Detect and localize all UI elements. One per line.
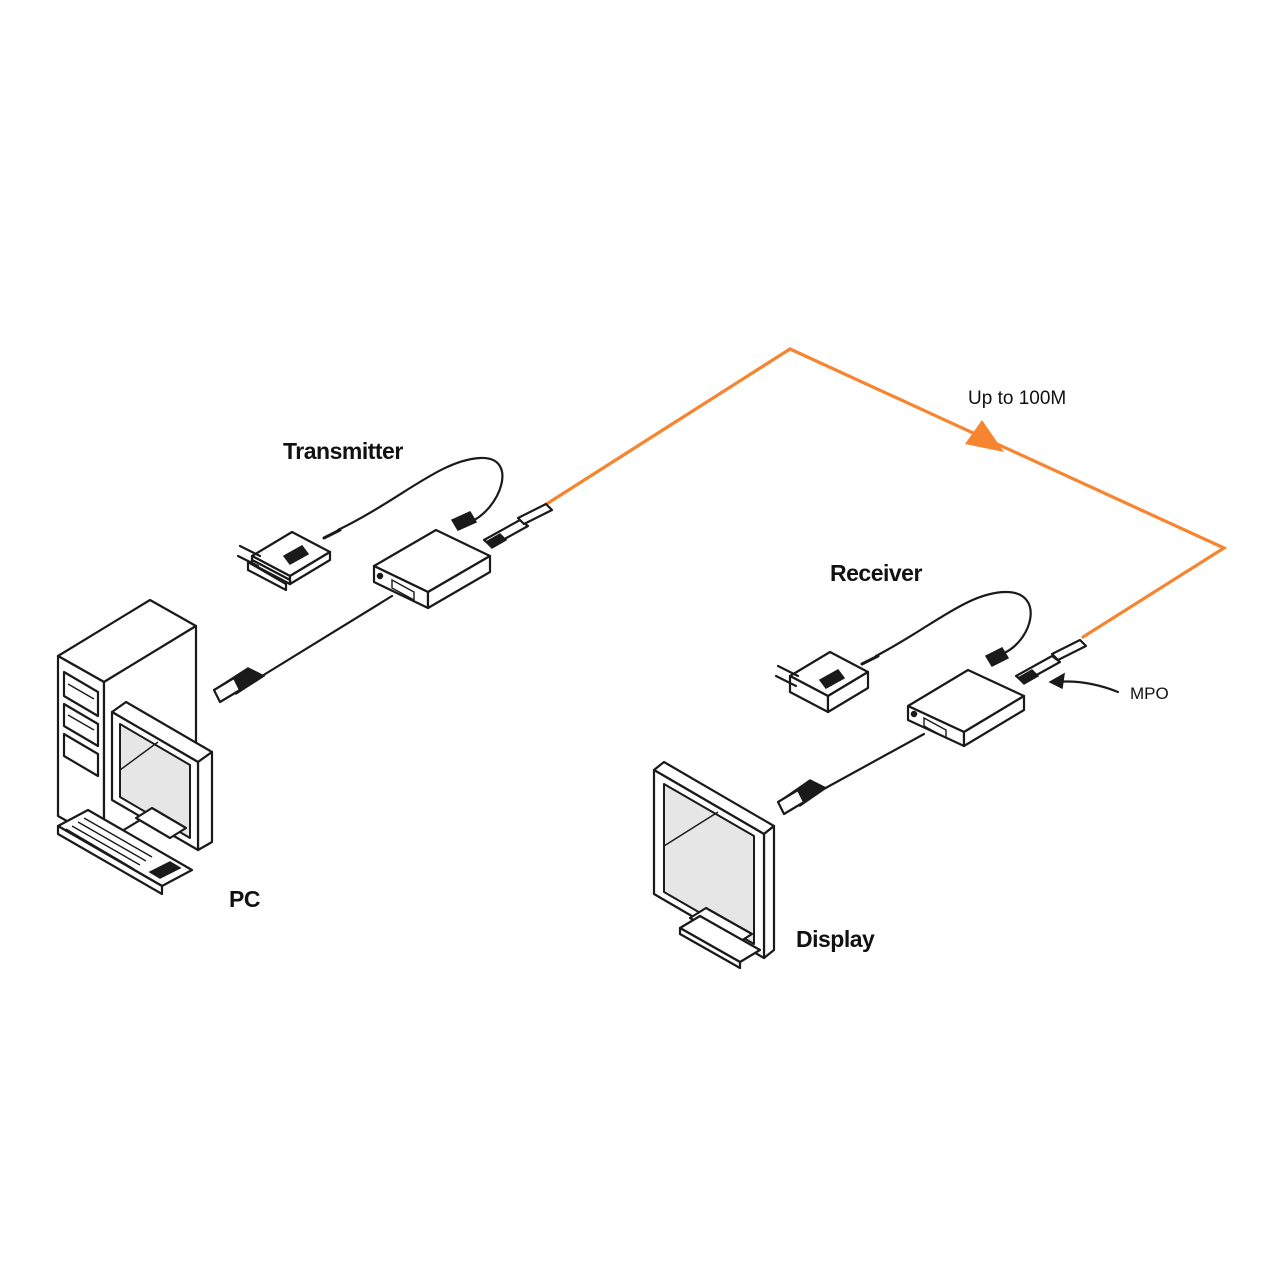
transmitter-illustration [212,456,554,704]
receiver-illustration [774,590,1120,816]
direction-arrow-icon [965,420,1004,452]
display-illustration [652,760,776,970]
fiber-optic-cable [543,347,1228,639]
distance-label: Up to 100M [968,388,1067,409]
mpo-label: MPO [1130,684,1169,703]
display-label: Display [796,926,875,952]
pc-illustration [56,598,214,896]
pc-label: PC [229,886,260,912]
transmitter-label: Transmitter [283,438,403,464]
receiver-label: Receiver [830,560,922,586]
